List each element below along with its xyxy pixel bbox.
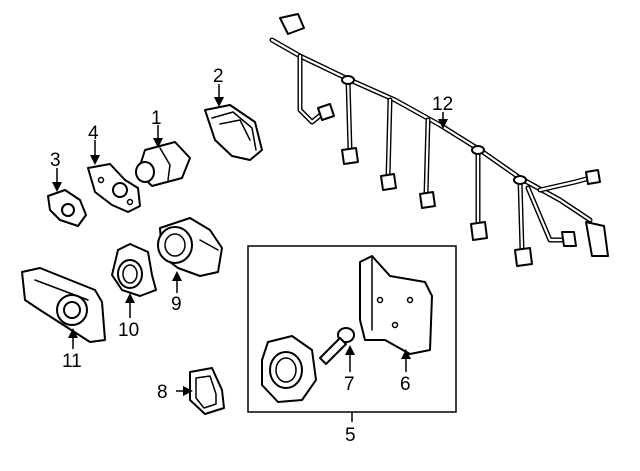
callout-3: 3 [50, 150, 61, 171]
sensor-seal[interactable] [204, 104, 263, 161]
sensor-unit[interactable] [157, 217, 223, 277]
callout-labels: 1 2 3 4 5 6 7 8 9 10 11 12 [50, 66, 453, 446]
sensor-bracket[interactable] [87, 163, 141, 213]
sensor-retainer[interactable] [47, 189, 87, 227]
callout-5: 5 [345, 425, 356, 446]
callout-2: 2 [213, 66, 224, 87]
callout-1: 1 [151, 108, 162, 129]
callout-4: 4 [88, 123, 99, 144]
mounting-bracket[interactable] [359, 255, 433, 355]
wiring-harness[interactable] [269, 13, 609, 267]
callout-8: 8 [157, 382, 168, 403]
sensor-holder[interactable] [21, 267, 106, 343]
park-sensor[interactable] [135, 141, 191, 187]
seal-gasket[interactable] [189, 367, 225, 415]
callout-11: 11 [62, 351, 82, 372]
callout-9: 9 [171, 294, 182, 315]
leader-lines [52, 84, 448, 422]
callout-10: 10 [118, 320, 139, 341]
callout-6: 6 [400, 374, 411, 395]
sensor-ring[interactable] [111, 243, 157, 297]
callout-12: 12 [432, 94, 453, 115]
sensor-housing[interactable] [261, 335, 317, 403]
callout-7: 7 [344, 374, 355, 395]
mounting-bolt[interactable] [319, 327, 355, 365]
